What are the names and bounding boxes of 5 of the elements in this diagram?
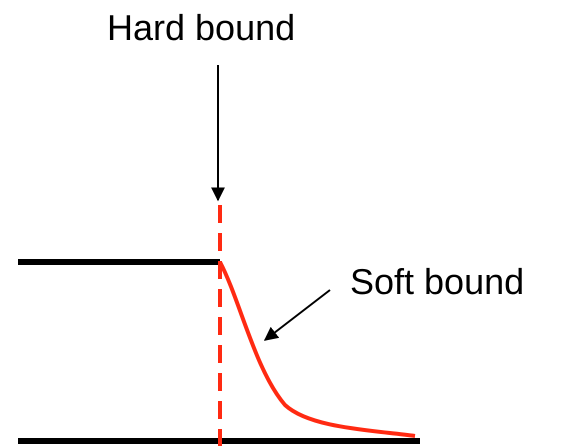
annotation-label: Soft bound — [350, 262, 524, 302]
leader-arrow — [264, 289, 331, 341]
annotation-label: Hard bound — [107, 8, 296, 48]
leader-arrow — [211, 65, 225, 202]
dashed-bound-line — [218, 205, 222, 446]
